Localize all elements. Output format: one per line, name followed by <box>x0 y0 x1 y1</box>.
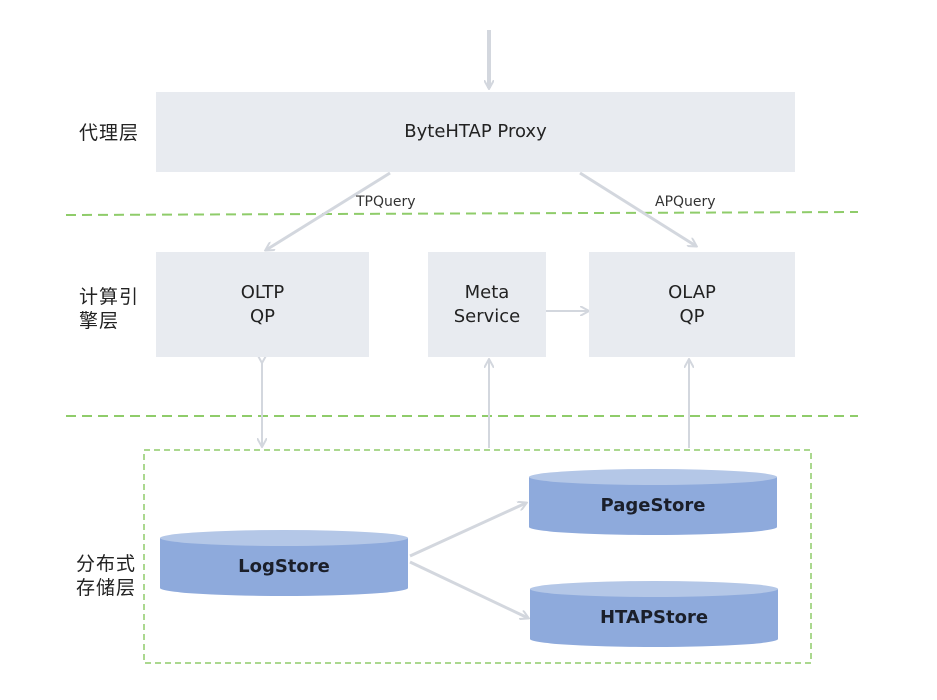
logstore-cylinder <box>160 530 408 596</box>
proxy-layer-label: 代理层 <box>79 122 140 144</box>
logstore-to-htapstore-arrow <box>409 560 528 618</box>
pagestore-cylinder <box>529 469 777 535</box>
tpquery-label: TPQuery <box>356 194 416 210</box>
separator-line-top <box>65 211 859 216</box>
pagestore-label: PageStore <box>600 495 706 516</box>
olap-qp-box: OLAP QP <box>589 252 795 357</box>
apquery-label: APQuery <box>655 194 716 210</box>
storage-layer-border <box>143 449 812 664</box>
htapstore-label: HTAPStore <box>599 607 709 628</box>
logstore-label: LogStore <box>238 556 330 577</box>
htapstore-cylinder <box>530 581 778 647</box>
bytehtap-proxy-box: ByteHTAP Proxy <box>156 92 795 172</box>
oltp-qp-box: OLTP QP <box>156 252 369 357</box>
storage-layer-label: 分布式 存储层 <box>76 553 137 599</box>
compute-layer-label: 计算引 擎层 <box>79 286 140 332</box>
tpquery-arrow <box>266 171 391 250</box>
logstore-to-pagestore-arrow <box>409 503 526 558</box>
apquery-arrow <box>579 171 696 246</box>
meta-service-box: Meta Service <box>428 252 546 357</box>
